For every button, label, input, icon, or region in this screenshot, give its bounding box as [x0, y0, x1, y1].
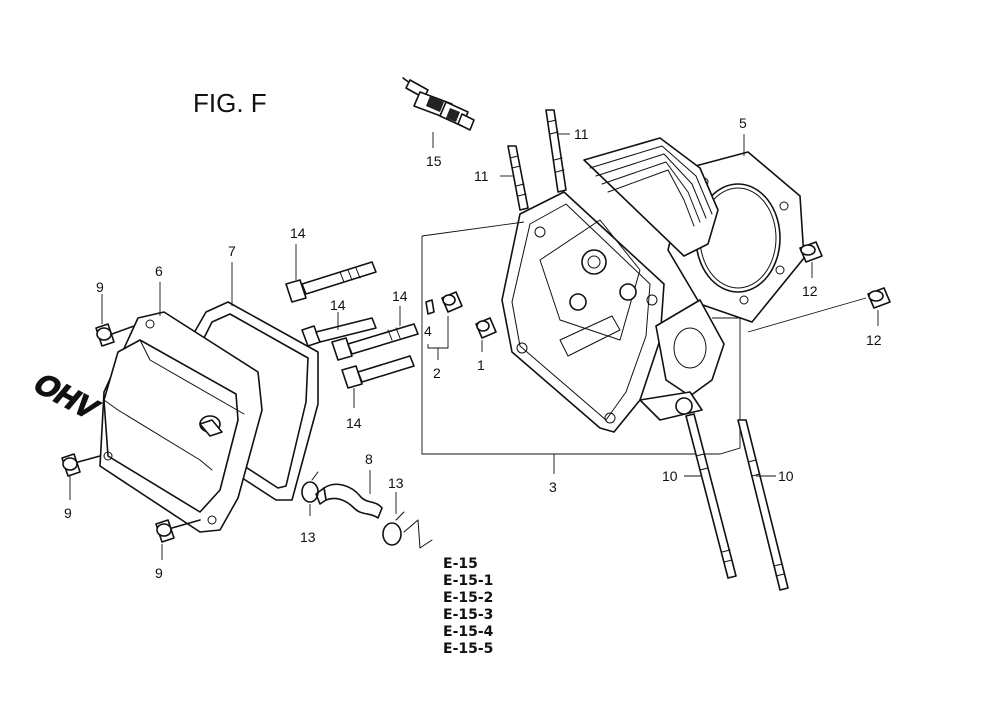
breather-tube: [315, 483, 383, 519]
dowel-medium: [441, 291, 463, 313]
dowel-small: [425, 299, 435, 315]
callout-1: 1: [477, 357, 485, 373]
callout-11-left: 11: [474, 168, 489, 184]
callout-13-left: 13: [300, 529, 316, 545]
callout-4: 4: [424, 323, 432, 339]
ref-code-e15: E-15: [443, 556, 478, 572]
callout-10-right: 10: [778, 468, 794, 484]
dowel-pin-upper: [799, 241, 823, 263]
reference-codes: E-15 E-15-1 E-15-2 E-15-3 E-15-4 E-15-5: [443, 556, 494, 657]
callout-15: 15: [426, 153, 442, 169]
hose-clip-right: [382, 511, 405, 546]
cover-bolt-top: [95, 323, 135, 347]
flange-bolt-long: [285, 261, 377, 303]
callout-10-left: 10: [662, 468, 678, 484]
callout-8: 8: [365, 451, 373, 467]
ref-code-e15-2: E-15-2: [443, 590, 493, 606]
cover-lettering: OHV: [26, 369, 106, 425]
spark-plug: [402, 77, 475, 131]
flange-bolt-mid-right: [331, 323, 419, 361]
ref-code-e15-1: E-15-1: [443, 573, 493, 589]
stud-bolt-bottom-left: [685, 413, 737, 579]
callout-2: 2: [433, 365, 441, 381]
dowel-pin-lower: [867, 287, 891, 309]
callout-12-lower: 12: [866, 332, 882, 348]
callout-6: 6: [155, 263, 163, 279]
cylinder-head: [501, 137, 725, 433]
ref-code-e15-3: E-15-3: [443, 607, 493, 623]
flange-bolt-mid-left: [301, 317, 377, 347]
ref-code-e15-4: E-15-4: [443, 624, 494, 640]
callout-9-left: 9: [64, 505, 72, 521]
hose-clip-left: [301, 471, 319, 503]
callout-11-right: 11: [574, 126, 589, 142]
callout-13-right: 13: [388, 475, 404, 491]
callout-9-bottom: 9: [155, 565, 163, 581]
callout-9-top: 9: [96, 279, 104, 295]
cover-bolt-bottom: [155, 519, 201, 543]
callout-14-mid-right: 14: [392, 288, 408, 304]
stud-bolt-top-right: [545, 109, 567, 193]
callout-12-upper: 12: [802, 283, 818, 299]
hose-end-zigzag: [403, 519, 433, 549]
callout-14-mid-left: 14: [330, 297, 346, 313]
cover-bolt-left: [61, 453, 101, 477]
callout-3: 3: [549, 479, 557, 495]
flange-bolt-bottom: [341, 355, 415, 389]
callout-14-bottom: 14: [346, 415, 362, 431]
figure-title: FIG. F: [193, 88, 267, 118]
callout-5: 5: [739, 115, 747, 131]
callout-14-top: 14: [290, 225, 306, 241]
stud-bolt-bottom-right: [737, 419, 789, 591]
stud-bolt-top-left: [507, 145, 529, 211]
ref-code-e15-5: E-15-5: [443, 641, 493, 657]
dowel-pin-1: [475, 317, 497, 339]
callout-7: 7: [228, 243, 236, 259]
